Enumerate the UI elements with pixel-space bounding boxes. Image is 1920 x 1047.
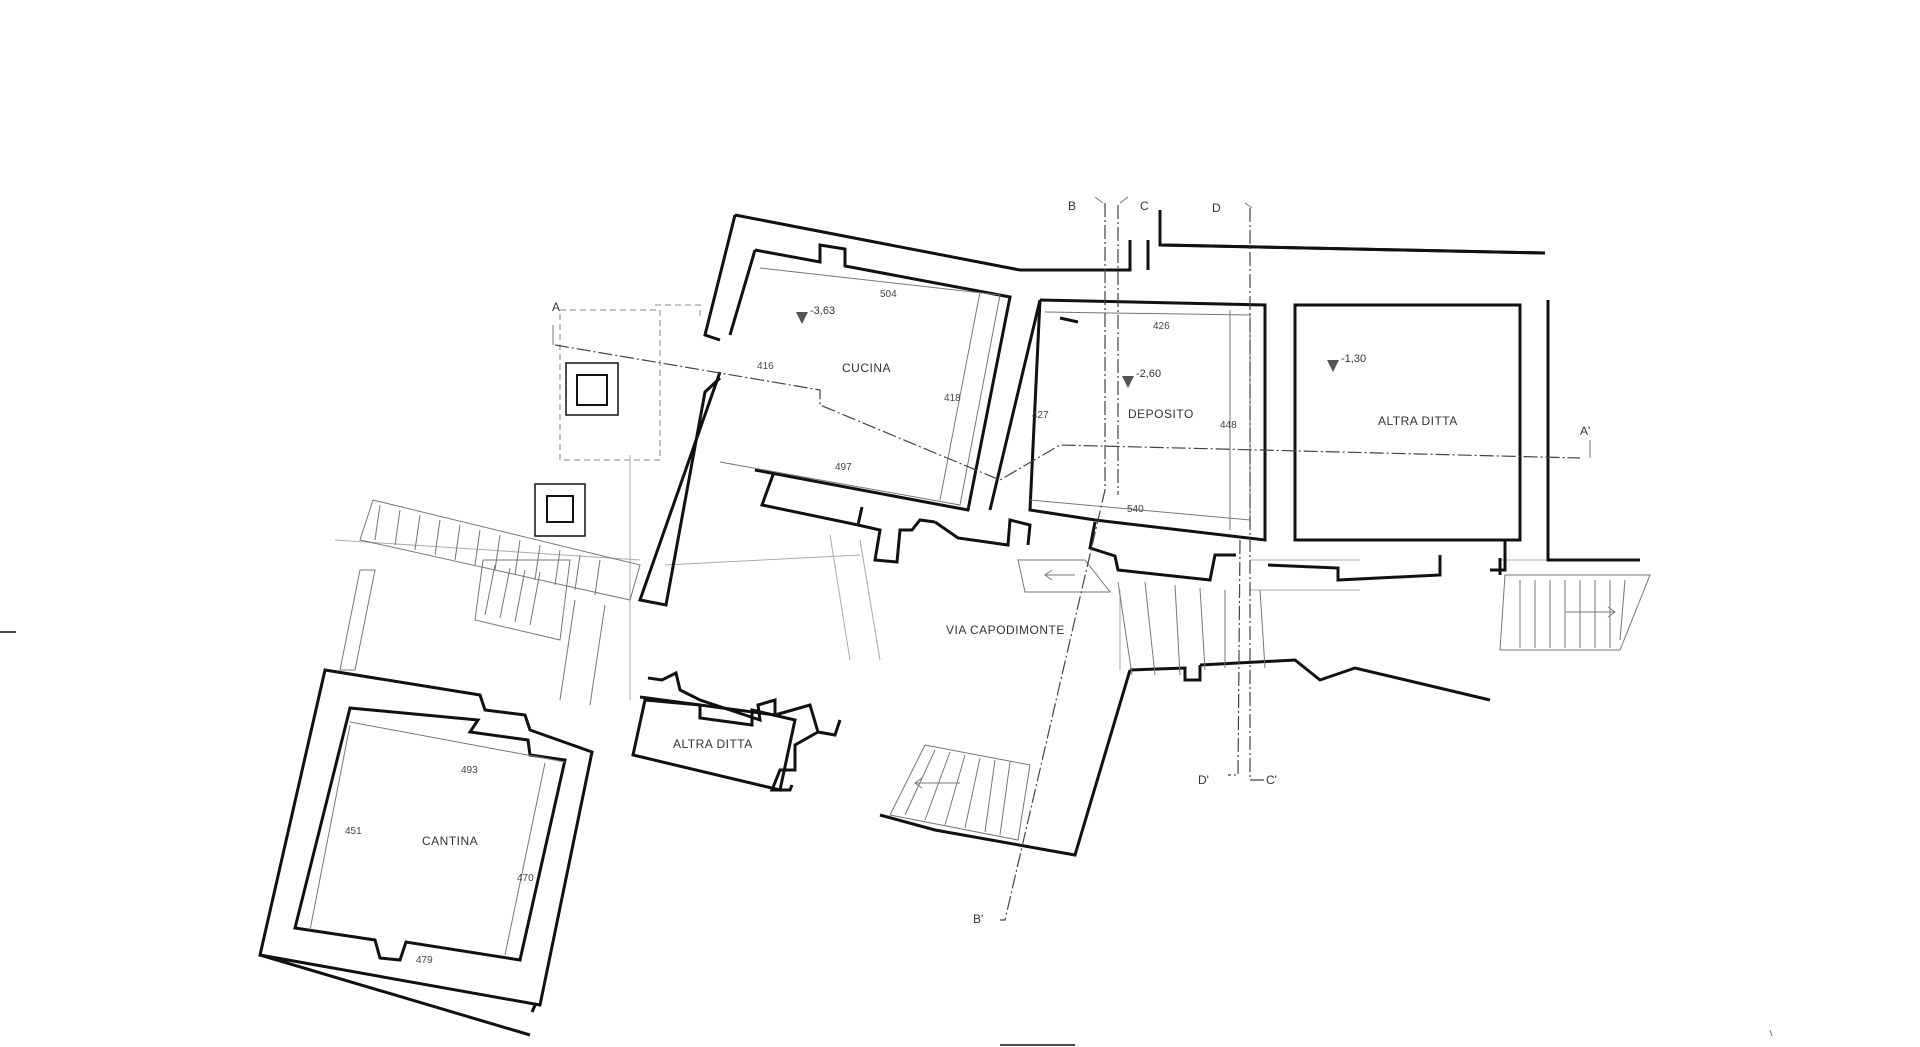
level-marker-icon [1327,360,1339,372]
room-label-altra-ditta-lower: ALTRA DITTA [673,737,753,751]
section-label-a-prime: A' [1580,424,1590,438]
dim-cantina-left: 451 [345,826,362,837]
room-label-altra-ditta: ALTRA DITTA [1378,414,1458,428]
section-label-d: D [1212,201,1221,215]
walls [258,210,1640,1037]
stairs-lower [889,744,1031,841]
dim-cucina-bottom: 497 [835,462,852,473]
dim-deposito-top: 426 [1153,321,1170,332]
level-marker-icon [1122,376,1134,388]
stairs-right [1499,574,1651,651]
room-label-cantina: CANTINA [422,834,478,848]
dim-deposito-left: 427 [1032,410,1049,421]
dim-cantina-top: 493 [461,765,478,776]
section-label-d-prime: D' [1198,773,1209,787]
level-cucina: -3,63 [810,305,835,317]
dim-cucina-left: 416 [757,361,774,372]
dim-cucina-right: 418 [944,393,961,404]
misc-marks [0,631,1773,1046]
room-outlines [309,267,1251,956]
construction-lines [334,304,1640,700]
section-lines [552,196,1591,921]
dim-deposito-right: 448 [1220,420,1237,431]
section-label-a: A [552,300,560,314]
section-label-c-prime: C' [1266,773,1277,787]
section-label-b-prime: B' [973,912,983,926]
entrance-bay [1017,559,1266,676]
dim-deposito-bottom: 540 [1127,504,1144,515]
section-label-c: C [1140,199,1149,213]
dim-cucina-top: 504 [880,289,897,300]
level-deposito: -2,60 [1136,368,1161,380]
dim-cantina-right: 470 [517,873,534,884]
room-label-via: VIA CAPODIMONTE [946,623,1065,637]
section-label-b: B [1068,199,1076,213]
courtyard-stairs [339,362,641,706]
level-marker-icon [796,312,808,324]
room-label-deposito: DEPOSITO [1128,407,1194,421]
dim-cantina-bottom: 479 [416,955,433,966]
level-altra-ditta: -1,30 [1341,353,1366,365]
room-label-cucina: CUCINA [842,361,891,375]
